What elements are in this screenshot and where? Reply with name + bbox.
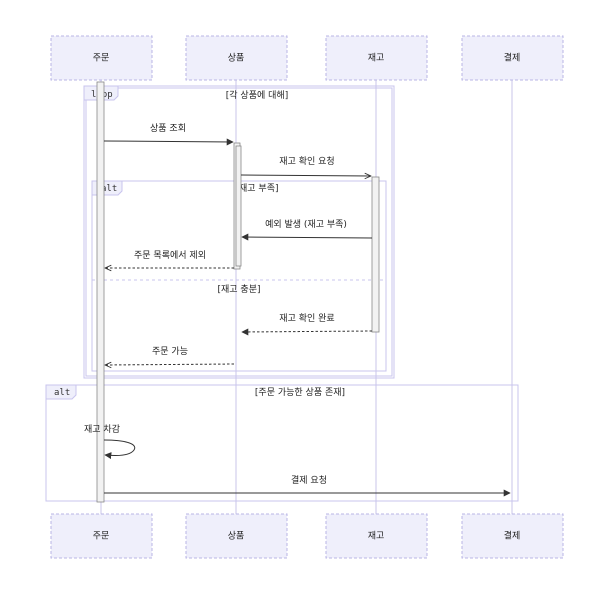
message-stock-deduct: 재고 차감 <box>84 423 136 460</box>
message-label: 재고 확인 요청 <box>279 155 334 167</box>
message-stock-check-complete: 재고 확인 완료 <box>241 312 373 336</box>
actor-label: 주문 <box>93 531 110 542</box>
message-label: 재고 확인 완료 <box>279 312 334 324</box>
actor-product-top: 상품 <box>185 35 288 81</box>
frame-else-condition: [재고 충분] <box>217 284 260 295</box>
message-exception: 예외 발생 (재고 부족) <box>241 218 373 241</box>
message-label: 예외 발생 (재고 부족) <box>265 218 347 230</box>
message-label: 주문 가능 <box>152 346 188 357</box>
actor-label: 주문 <box>93 53 110 64</box>
actor-stock-bottom: 재고 <box>325 513 428 559</box>
message-label: 주문 목록에서 제외 <box>134 249 206 261</box>
actor-payment-top: 결제 <box>461 35 564 81</box>
activation-stock <box>371 176 380 333</box>
actor-label: 상품 <box>228 53 245 64</box>
actor-product-bottom: 상품 <box>185 513 288 559</box>
actor-label: 결제 <box>504 53 521 64</box>
actor-label: 상품 <box>228 531 245 542</box>
message-label: 결제 요청 <box>291 475 327 486</box>
message-payment-request: 결제 요청 <box>104 475 511 497</box>
activation-product-outer <box>235 145 242 267</box>
activation-order <box>96 81 105 503</box>
message-stock-check-request: 재고 확인 요청 <box>240 155 371 176</box>
actor-stock-top: 재고 <box>325 35 428 81</box>
frame-alt-outer: alt [주문 가능한 상품 존재] <box>45 384 519 502</box>
actor-label: 결제 <box>504 531 521 542</box>
message-product-query: 상품 조회 <box>103 123 234 146</box>
actor-label: 재고 <box>368 531 385 542</box>
actor-order-bottom: 주문 <box>50 513 153 559</box>
frame-loop: loop [각 상품에 대해] <box>83 85 395 379</box>
frame-condition: [재고 부족] <box>235 183 278 194</box>
frame-keyword: alt <box>101 184 117 194</box>
frame-condition: [각 상품에 대해] <box>226 89 288 101</box>
frame-condition: [주문 가능한 상품 존재] <box>255 387 345 398</box>
message-label: 재고 차감 <box>84 423 120 435</box>
frame-keyword: alt <box>54 388 70 398</box>
actor-order-top: 주문 <box>50 35 153 81</box>
actor-label: 재고 <box>368 53 385 64</box>
message-exclude-from-order: 주문 목록에서 제외 <box>105 249 234 268</box>
actor-payment-bottom: 결제 <box>461 513 564 559</box>
message-label: 상품 조회 <box>150 123 186 134</box>
message-order-available: 주문 가능 <box>105 346 235 365</box>
